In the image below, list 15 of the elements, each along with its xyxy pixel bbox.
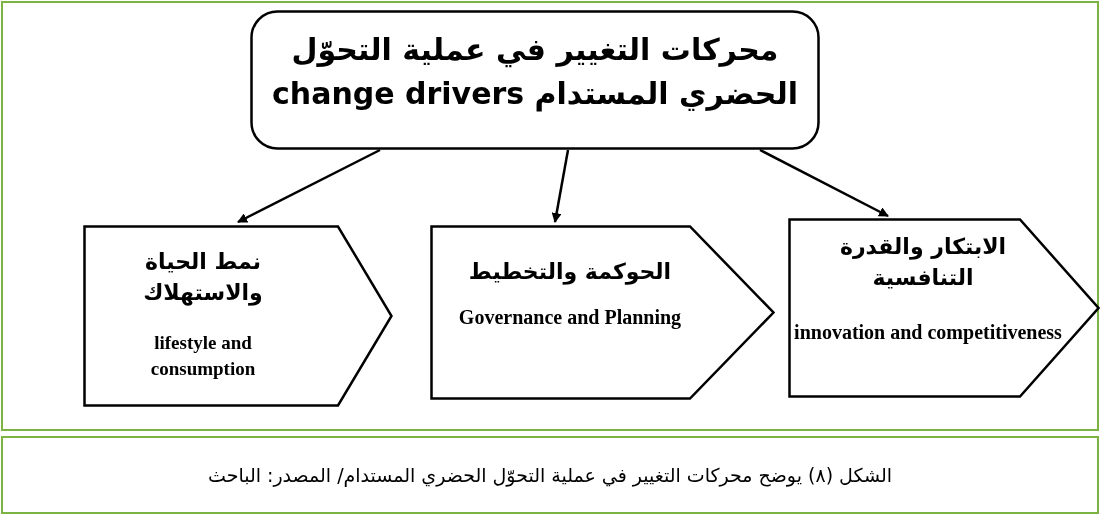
arrow (759, 148, 889, 218)
pentagon-arrow-box (83, 225, 393, 407)
node-label: الابتكار والقدرة التنافسية (838, 233, 1008, 292)
node-label: Governance and Planning (457, 305, 683, 331)
node-label: الحوكمة والتخطيط (467, 258, 673, 287)
node-label: نمط الحياة والاستهلاك (142, 248, 264, 308)
node-label: محركات التغيير في عملية التحوّل الحضري المستدام change drivers (271, 31, 799, 114)
arrow (237, 148, 381, 224)
node-label: innovation and competitiveness (793, 320, 1063, 346)
caption: الشكل (٨) يوضح محركات التغيير في عملية التحوّل الحضري المستدام/ المصدر: الباحث (208, 464, 892, 486)
arrow (551, 149, 570, 223)
pentagon-arrow-box (430, 225, 775, 400)
node-label: lifestyle and consumption (149, 331, 257, 381)
pentagon-arrow-box (788, 218, 1100, 398)
rounded-box (250, 10, 820, 150)
